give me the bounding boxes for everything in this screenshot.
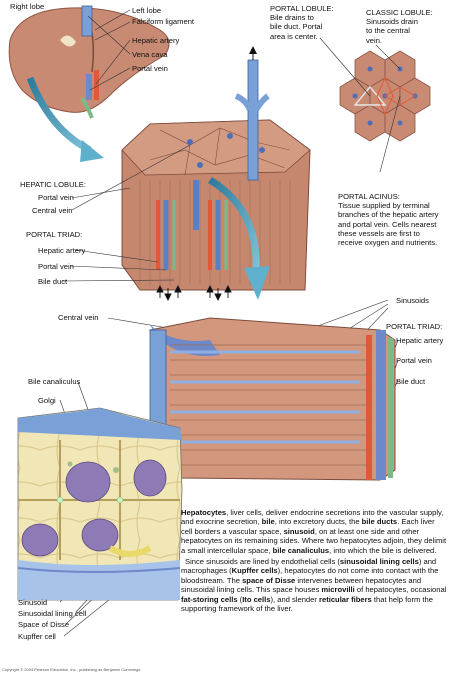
- bold-term: bile ducts: [361, 517, 398, 527]
- label-right-lobe: Right lobe: [10, 2, 45, 11]
- lobule-block: [121, 46, 311, 302]
- bold-term: reticular fibers: [319, 594, 372, 604]
- label-portal-vein-lobule: Portal vein: [38, 193, 74, 202]
- label-vena-cava: Vena cava: [132, 50, 168, 59]
- bold-term: bile canaliculus: [272, 545, 330, 555]
- bold-term: Kupffer cells: [231, 566, 278, 576]
- portal-lobule-note: PORTAL LOBULE: Bile drains to bile duct.…: [270, 4, 342, 41]
- bold-term: bile: [261, 517, 275, 527]
- zoom-arrow-liver: [26, 76, 104, 162]
- description-text: Hepatocytes, liver cells, deliver endocr…: [181, 508, 447, 615]
- text-run: , liver cells, deliver endocrine secreti…: [181, 508, 444, 527]
- label-hepatic-artery-right: Hepatic artery: [396, 336, 444, 345]
- label-hepatic-artery-top: Hepatic artery: [132, 36, 180, 45]
- classic-lobule-title: CLASSIC LOBULE:: [366, 8, 433, 17]
- label-hepatic-lobule: HEPATIC LOBULE:: [20, 180, 86, 189]
- zoom-arrow-lobule: [208, 176, 270, 300]
- label-central-vein-lobule: Central vein: [32, 206, 73, 215]
- bold-term: sinusoidal lining cells: [339, 557, 419, 567]
- label-bile-canaliculus: Bile canaliculus: [28, 377, 81, 386]
- label-kupffer-cell: Kupffer cell: [18, 632, 56, 641]
- portal-acinus-title: PORTAL ACINUS:: [338, 192, 400, 201]
- label-bile-duct-right: Bile duct: [396, 377, 426, 386]
- copyright-notice: Copyright © 2004 Pearson Education, Inc.…: [2, 667, 141, 672]
- text-run: (: [237, 594, 243, 604]
- label-space-of-disse: Space of Disse: [18, 620, 70, 629]
- text-run: , into excretory ducts, the: [274, 517, 362, 527]
- portal-acinus-note: PORTAL ACINUS: Tissue supplied by termin…: [338, 192, 450, 247]
- hepatocyte-closeup: [17, 407, 183, 601]
- text-run: , into which the bile is delivered.: [329, 545, 437, 555]
- text-run: ), and slender: [270, 594, 320, 604]
- label-portal-vein-triad: Portal vein: [38, 262, 74, 271]
- liver-organ: [8, 5, 170, 119]
- bold-term: space of Disse: [242, 575, 296, 585]
- classic-lobule-note: CLASSIC LOBULE: Sinusoids drain to the c…: [366, 8, 448, 45]
- label-left-lobe: Left lobe: [132, 6, 162, 15]
- text-run: of hepatocytes, occasional: [354, 585, 447, 595]
- description-paragraph-1: Hepatocytes, liver cells, deliver endocr…: [181, 508, 447, 555]
- label-falciform-ligament: Falciform ligament: [132, 17, 195, 26]
- bold-term: sinusoid: [283, 526, 315, 536]
- label-hepatic-artery-triad: Hepatic artery: [38, 246, 86, 255]
- portal-lobule-title: PORTAL LOBULE:: [270, 4, 334, 13]
- label-portal-vein-top: Portal vein: [132, 64, 168, 73]
- hexagon-overlays: [353, 76, 416, 116]
- label-sinusoid: Sinusoid: [18, 598, 48, 607]
- label-sinusoids: Sinusoids: [396, 296, 429, 305]
- label-golgi: Golgi: [38, 396, 56, 405]
- text-run: that help form the supporting framework …: [181, 594, 433, 614]
- bold-term: Ito cells: [242, 594, 271, 604]
- label-central-vein: Central vein: [58, 313, 99, 322]
- label-bile-duct-triad: Bile duct: [38, 277, 68, 286]
- bold-term: microvilli: [321, 585, 355, 595]
- label-portal-triad: PORTAL TRIAD:: [26, 230, 83, 239]
- text-run: , on at least one side and other hepatoc…: [181, 526, 447, 555]
- text-run: ) and macrophages (: [181, 557, 437, 576]
- text-run: ), hepatocytes do not come into contact …: [181, 566, 439, 585]
- label-portal-triad-right: PORTAL TRIAD:: [386, 322, 443, 331]
- label-sinusoidal-lining-cell: Sinusoidal lining cell: [18, 609, 87, 618]
- description-paragraph-2: Since sinusoids are lined by endothelial…: [181, 557, 447, 613]
- bold-term: fat-storing cells: [181, 594, 238, 604]
- text-run: . Each liver cell borders a vascular spa…: [181, 517, 435, 536]
- label-portal-vein-right: Portal vein: [396, 356, 432, 365]
- text-run: Since sinusoids are lined by endothelial…: [185, 557, 340, 567]
- sinusoid-block: [149, 317, 396, 481]
- text-run: intervenes between hepatocytes and sinus…: [181, 575, 422, 595]
- bold-term: Hepatocytes: [181, 508, 227, 517]
